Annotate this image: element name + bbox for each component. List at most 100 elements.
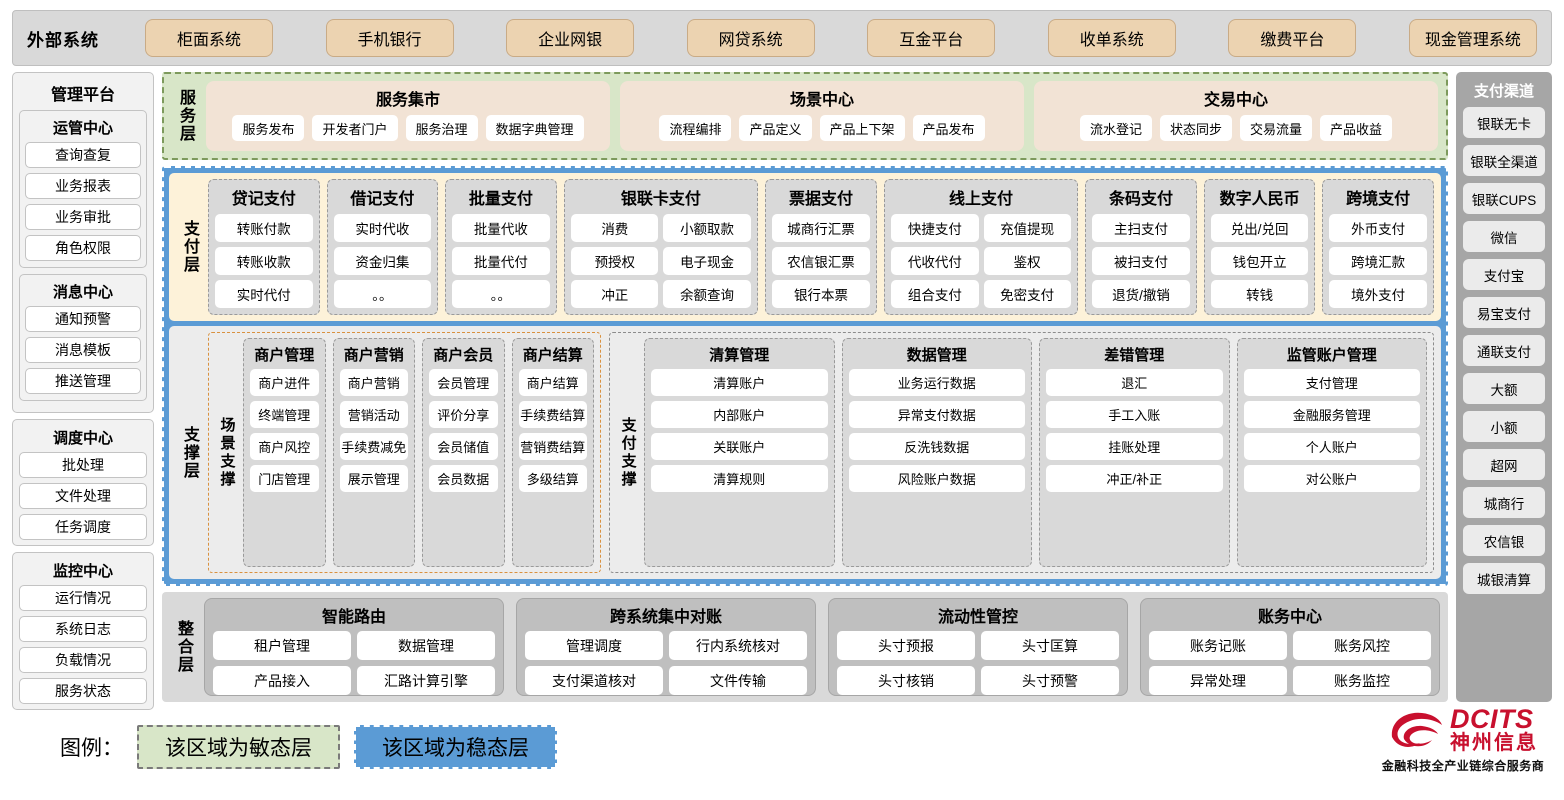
integration-item[interactable]: 汇路计算引擎 [357, 666, 495, 695]
support-item[interactable]: 商户风控 [250, 433, 319, 460]
support-item[interactable]: 支付管理 [1243, 369, 1420, 396]
payment-item[interactable]: 快捷支付 [891, 214, 979, 242]
integration-item[interactable]: 支付渠道核对 [525, 666, 663, 695]
management-item[interactable]: 业务审批 [25, 204, 141, 230]
payment-item[interactable]: 退货/撤销 [1092, 280, 1190, 308]
management-item[interactable]: 角色权限 [25, 235, 141, 261]
support-item[interactable]: 退汇 [1046, 369, 1223, 396]
external-system-chip[interactable]: 柜面系统 [145, 19, 273, 57]
external-system-chip[interactable]: 企业网银 [506, 19, 635, 57]
payment-channel-item[interactable]: 农信银 [1463, 525, 1545, 556]
payment-item[interactable]: 。。 [452, 280, 550, 308]
management-item[interactable]: 服务状态 [19, 678, 147, 704]
support-item[interactable]: 会员储值 [429, 433, 498, 460]
support-item[interactable]: 会员管理 [429, 369, 498, 396]
integration-item[interactable]: 头寸匡算 [981, 631, 1119, 660]
payment-item[interactable]: 组合支付 [891, 280, 979, 308]
service-item[interactable]: 服务发布 [232, 115, 305, 141]
integration-item[interactable]: 产品接入 [213, 666, 351, 695]
service-item[interactable]: 数据字典管理 [485, 115, 584, 141]
payment-item[interactable]: 外币支付 [1329, 214, 1427, 242]
payment-item[interactable]: 鉴权 [983, 247, 1071, 275]
payment-item[interactable]: 小额取款 [663, 214, 751, 242]
support-item[interactable]: 终端管理 [250, 401, 319, 428]
management-item[interactable]: 系统日志 [19, 616, 147, 642]
integration-item[interactable]: 文件传输 [669, 666, 807, 695]
payment-channel-item[interactable]: 银联无卡 [1463, 107, 1545, 138]
management-item[interactable]: 消息模板 [25, 337, 141, 363]
support-item[interactable]: 手续费结算 [518, 401, 588, 428]
integration-item[interactable]: 账务记账 [1149, 631, 1287, 660]
support-item[interactable]: 营销活动 [339, 401, 409, 428]
payment-item[interactable]: 被扫支付 [1092, 247, 1190, 275]
payment-channel-item[interactable]: 城商行 [1463, 487, 1545, 518]
integration-item[interactable]: 行内系统核对 [669, 631, 807, 660]
payment-item[interactable]: 实时代付 [215, 280, 313, 308]
payment-item[interactable]: 转账收款 [215, 247, 313, 275]
management-item[interactable]: 通知预警 [25, 306, 141, 332]
external-system-chip[interactable]: 手机银行 [325, 19, 454, 57]
service-item[interactable]: 流水登记 [1079, 115, 1152, 141]
management-item[interactable]: 批处理 [19, 452, 147, 478]
integration-item[interactable]: 管理调度 [525, 631, 663, 660]
payment-item[interactable]: 。。 [333, 280, 432, 308]
payment-item[interactable]: 兑出/兑回 [1210, 214, 1309, 242]
payment-channel-item[interactable]: 支付宝 [1463, 259, 1545, 290]
payment-channel-item[interactable]: 大额 [1463, 373, 1545, 404]
service-item[interactable]: 开发者门户 [312, 115, 398, 141]
integration-item[interactable]: 头寸预报 [837, 631, 975, 660]
support-item[interactable]: 多级结算 [518, 465, 588, 492]
service-item[interactable]: 流程编排 [659, 115, 732, 141]
payment-item[interactable]: 资金归集 [333, 247, 432, 275]
payment-channel-item[interactable]: 城银清算 [1463, 563, 1545, 594]
payment-channel-item[interactable]: 小额 [1463, 411, 1545, 442]
payment-item[interactable]: 代收代付 [891, 247, 979, 275]
payment-item[interactable]: 钱包开立 [1210, 247, 1309, 275]
support-item[interactable]: 营销费结算 [518, 433, 588, 460]
payment-channel-item[interactable]: 银联CUPS [1463, 183, 1545, 214]
payment-item[interactable]: 实时代收 [333, 214, 432, 242]
support-item[interactable]: 门店管理 [250, 465, 319, 492]
payment-item[interactable]: 农信银汇票 [772, 247, 870, 275]
payment-item[interactable]: 转钱 [1210, 280, 1309, 308]
support-item[interactable]: 内部账户 [651, 401, 828, 428]
service-item[interactable]: 产品收益 [1320, 115, 1393, 141]
integration-item[interactable]: 异常处理 [1149, 666, 1287, 695]
service-item[interactable]: 产品上下架 [819, 115, 905, 141]
payment-item[interactable]: 充值提现 [983, 214, 1071, 242]
payment-item[interactable]: 境外支付 [1329, 280, 1427, 308]
support-item[interactable]: 商户进件 [250, 369, 319, 396]
support-item[interactable]: 反洗钱数据 [848, 433, 1026, 460]
integration-item[interactable]: 账务监控 [1293, 666, 1431, 695]
management-item[interactable]: 文件处理 [19, 483, 147, 509]
integration-item[interactable]: 数据管理 [357, 631, 495, 660]
external-system-chip[interactable]: 互金平台 [867, 19, 996, 57]
integration-item[interactable]: 头寸预警 [981, 666, 1119, 695]
payment-item[interactable]: 批量代收 [452, 214, 550, 242]
support-item[interactable]: 会员数据 [429, 465, 498, 492]
payment-item[interactable]: 免密支付 [983, 280, 1071, 308]
service-item[interactable]: 交易流量 [1240, 115, 1313, 141]
management-item[interactable]: 任务调度 [19, 514, 147, 540]
service-item[interactable]: 产品发布 [912, 115, 985, 141]
payment-channel-item[interactable]: 银联全渠道 [1463, 145, 1545, 176]
management-item[interactable]: 查询查复 [25, 142, 141, 168]
payment-item[interactable]: 城商行汇票 [772, 214, 870, 242]
integration-item[interactable]: 租户管理 [213, 631, 351, 660]
payment-channel-item[interactable]: 超网 [1463, 449, 1545, 480]
payment-item[interactable]: 银行本票 [772, 280, 870, 308]
payment-channel-item[interactable]: 通联支付 [1463, 335, 1545, 366]
payment-item[interactable]: 转账付款 [215, 214, 313, 242]
external-system-chip[interactable]: 缴费平台 [1228, 19, 1357, 57]
support-item[interactable]: 业务运行数据 [848, 369, 1026, 396]
support-item[interactable]: 对公账户 [1243, 465, 1420, 492]
payment-item[interactable]: 余额查询 [663, 280, 751, 308]
management-item[interactable]: 负载情况 [19, 647, 147, 673]
service-item[interactable]: 产品定义 [739, 115, 812, 141]
support-item[interactable]: 关联账户 [651, 433, 828, 460]
management-item[interactable]: 业务报表 [25, 173, 141, 199]
support-item[interactable]: 风险账户数据 [848, 465, 1026, 492]
payment-item[interactable]: 批量代付 [452, 247, 550, 275]
payment-item[interactable]: 电子现金 [663, 247, 751, 275]
payment-item[interactable]: 冲正 [571, 280, 659, 308]
